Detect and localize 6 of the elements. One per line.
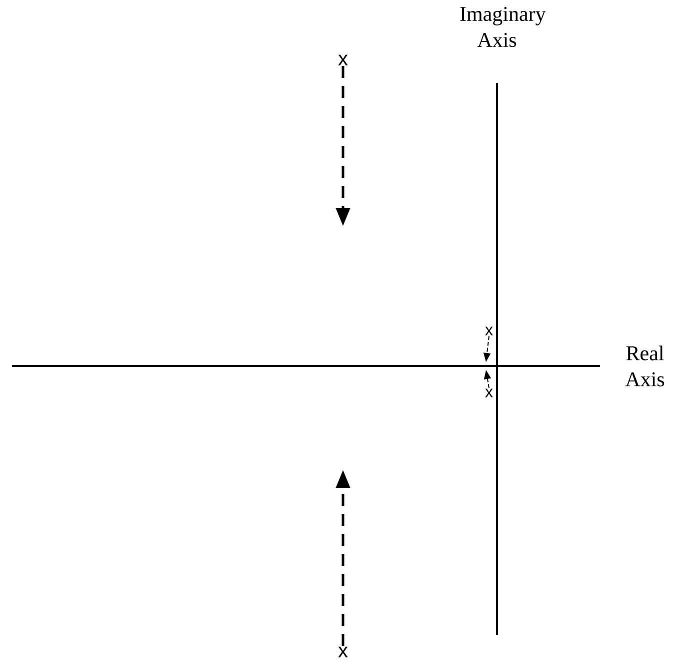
pole-marker: x <box>338 646 348 658</box>
axis-label: Real Axis <box>625 346 664 386</box>
pole-marker: x <box>485 326 493 336</box>
pole-marker: x <box>485 388 493 398</box>
axis-label: Imaginary Axis <box>460 6 546 48</box>
pole-marker: x <box>338 54 348 66</box>
